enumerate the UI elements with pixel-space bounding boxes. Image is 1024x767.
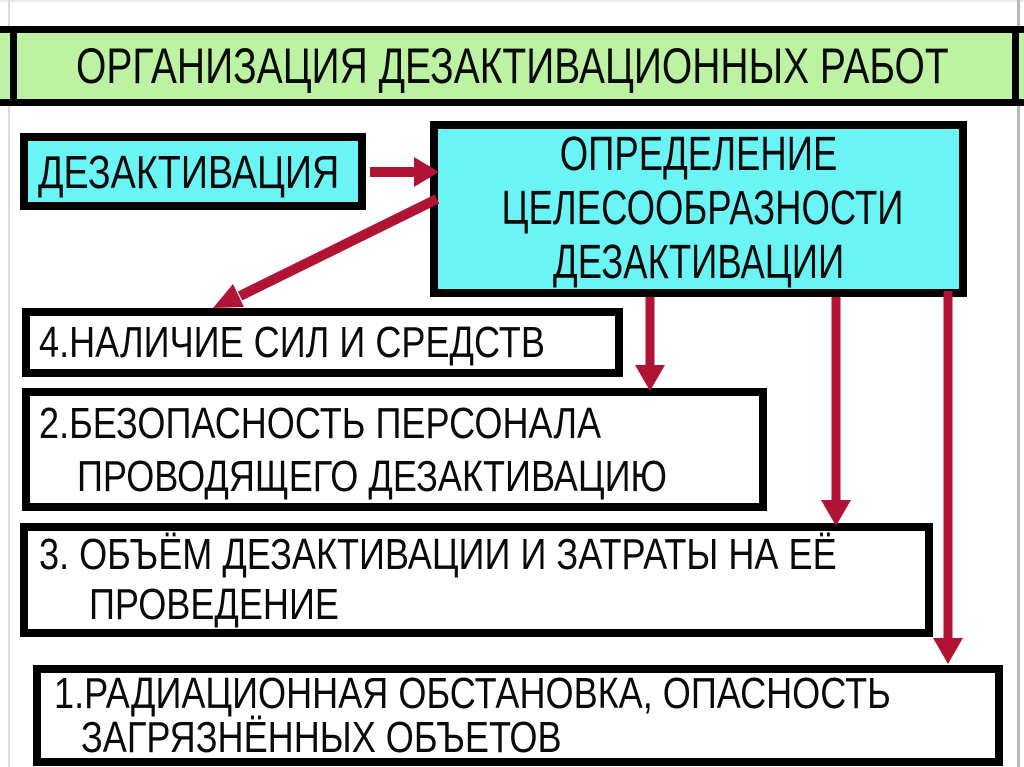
box-factor2-line1: 2.БЕЗОПАСНОСТЬ ПЕРСОНАЛА — [39, 398, 602, 448]
title-banner: ОРГАНИЗАЦИЯ ДЕЗАКТИВАЦИОННЫХ РАБОТ — [0, 26, 1024, 106]
box-factor2-line2: ПРОВОДЯЩЕГО ДЕЗАКТИВАЦИЮ — [77, 451, 667, 501]
box-factor4-label: 4.НАЛИЧИЕ СИЛ И СРЕДСТВ — [39, 317, 545, 367]
box-factor-3-volume-and-costs: 3. ОБЪЁМ ДЕЗАКТИВАЦИИ И ЗАТРАТЫ НА ЕЁ ПР… — [20, 523, 933, 637]
box-factor1-line2: ЗАГРЯЗНЁННЫХ ОБЪЕТОВ — [81, 712, 562, 762]
box-opredelenie-line2: ЦЕЛЕСООБРАЗНОСТИ — [501, 182, 904, 235]
slide-right-edge — [1017, 0, 1020, 767]
arrow-opredelenie-to-factor4 — [213, 194, 440, 308]
arrow-dezaktivacia-to-opredelenie — [370, 157, 439, 187]
box-opredelenie-celesoobraznosti: ОПРЕДЕЛЕНИЕ ЦЕЛЕСООБРАЗНОСТИ ДЕЗАКТИВАЦИ… — [430, 121, 967, 297]
box-factor-1-radiation-situation: 1.РАДИАЦИОННАЯ ОБСТАНОВКА, ОПАСНОСТЬ ЗАГ… — [33, 665, 1003, 766]
box-opredelenie-line3: ДЕЗАКТИВАЦИИ — [552, 236, 845, 289]
slide-left-edge — [8, 0, 10, 767]
title-banner-frame — [10, 33, 1019, 99]
slide-top-edge — [0, 0, 1024, 2]
box-opredelenie-line1: ОПРЕДЕЛЕНИЕ — [559, 128, 838, 181]
box-factor3-line1: 3. ОБЪЁМ ДЕЗАКТИВАЦИИ И ЗАТРАТЫ НА ЕЁ — [39, 530, 837, 579]
arrow-opredelenie-to-factor3 — [821, 297, 851, 526]
box-dezaktivacia: ДЕЗАКТИВАЦИЯ — [20, 133, 366, 210]
box-factor3-line2: ПРОВЕДЕНИЕ — [89, 580, 339, 629]
box-factor1-line1: 1.РАДИАЦИОННАЯ ОБСТАНОВКА, ОПАСНОСТЬ — [54, 668, 891, 718]
box-dezaktivacia-label: ДЕЗАКТИВАЦИЯ — [38, 145, 340, 198]
page-title: ОРГАНИЗАЦИЯ ДЕЗАКТИВАЦИОННЫХ РАБОТ — [0, 33, 1024, 99]
arrow-opredelenie-to-factor2 — [635, 297, 665, 391]
box-factor-2-personnel-safety: 2.БЕЗОПАСНОСТЬ ПЕРСОНАЛА ПРОВОДЯЩЕГО ДЕЗ… — [22, 388, 767, 511]
arrow-opredelenie-to-factor1 — [933, 291, 963, 664]
page-title-text: ОРГАНИЗАЦИЯ ДЕЗАКТИВАЦИОННЫХ РАБОТ — [75, 38, 949, 94]
box-factor-4-forces-and-means: 4.НАЛИЧИЕ СИЛ И СРЕДСТВ — [22, 308, 623, 377]
